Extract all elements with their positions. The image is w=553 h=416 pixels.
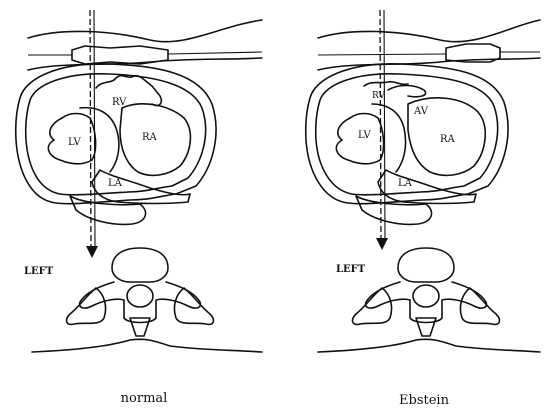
vertebra-2 [353,248,500,336]
sternum [72,46,168,64]
label-lv-2: LV [358,130,371,141]
label-rv: RV [112,97,127,108]
label-ra-2: RA [440,134,456,145]
back-skin-line [32,339,262,352]
side-label-left: LEFT [24,266,54,277]
displaced-tricuspid [388,86,426,97]
label-rv-2: RV [372,91,385,101]
caption-ebstein: Ebstein [399,393,450,408]
panel-ebstein: RV AV LV RA LA LEFT Ebstein [306,10,540,408]
rv-chamber [96,76,161,106]
label-lv: LV [68,137,81,148]
label-la: LA [108,178,123,189]
probe-arrowhead-2 [376,238,388,250]
label-la-2: LA [398,178,413,189]
caption-normal: normal [121,391,168,406]
panel-normal: RV LV RA LA LEFT normal [16,10,262,406]
side-label-left-2: LEFT [336,264,366,275]
chest-wall-outer [28,20,262,42]
probe-arrowhead [86,246,98,258]
heart-outline-inner-2 [316,74,498,195]
label-av: AV [413,106,429,117]
label-ra: RA [142,132,158,143]
chest-wall-outer-2 [318,20,540,42]
la-chamber [92,170,190,204]
vertebra [67,248,214,336]
back-skin-line-2 [318,339,540,352]
